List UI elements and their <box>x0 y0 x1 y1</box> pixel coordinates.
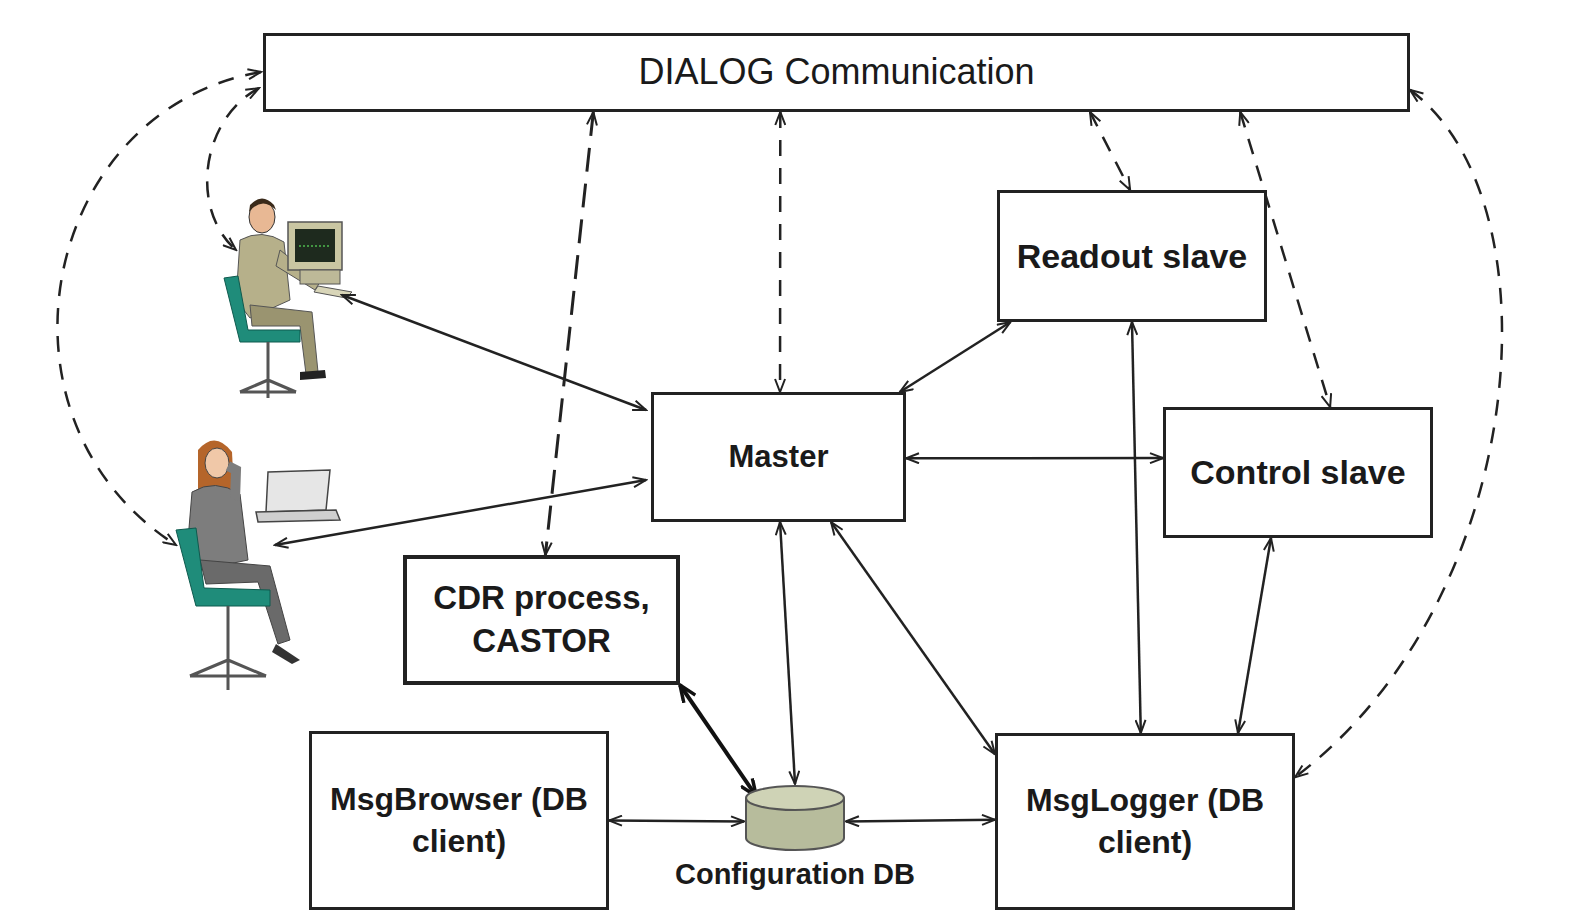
operator-figure <box>176 440 340 690</box>
operator-figure <box>224 199 352 399</box>
connector-arrow <box>906 457 1163 460</box>
dashed-connector <box>779 112 782 392</box>
connector-arrow <box>780 522 795 784</box>
connector-arrow <box>900 322 1011 392</box>
process-box: Master <box>651 392 906 522</box>
process-box: Readout slave <box>997 190 1267 322</box>
connector-arrow <box>1132 322 1141 733</box>
dashed-connector <box>1090 112 1130 190</box>
process-box: MsgBrowser (DB client) <box>309 731 609 910</box>
box-label: CDR process, CASTOR <box>407 577 676 663</box>
database-cylinder <box>744 784 846 852</box>
operator-link <box>275 480 646 545</box>
connector-arrow <box>831 522 995 754</box>
connector-arrow <box>1238 538 1271 733</box>
process-box: Control slave <box>1163 407 1433 538</box>
process-box: CDR process, CASTOR <box>403 555 680 685</box>
connector-arrow <box>680 685 756 796</box>
database-node: Configuration DB <box>630 784 960 919</box>
bus-box: DIALOG Communication <box>263 33 1410 112</box>
operator-link <box>342 295 646 410</box>
process-box: MsgLogger (DB client) <box>995 733 1295 910</box>
box-label: Control slave <box>1190 450 1405 494</box>
database-label: Configuration DB <box>675 856 915 894</box>
connector-arrow <box>846 820 995 822</box>
dashed-connector <box>545 112 593 555</box>
connector-arrow <box>609 819 744 822</box>
box-label: Readout slave <box>1017 234 1248 278</box>
box-label: DIALOG Communication <box>638 49 1034 96</box>
box-label: MsgLogger (DB client) <box>998 780 1292 863</box>
box-label: Master <box>729 437 829 477</box>
dialog-link <box>207 88 259 250</box>
dialog-link <box>57 72 261 545</box>
box-label: MsgBrowser (DB client) <box>312 779 606 862</box>
